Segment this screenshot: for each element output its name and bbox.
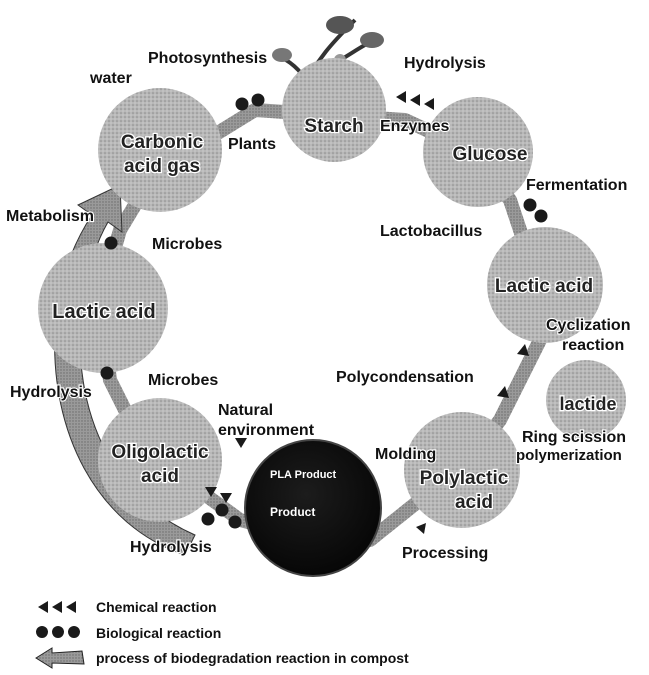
legend-biological-label: Biological reaction <box>96 625 221 641</box>
label-lactobacillus: Lactobacillus <box>380 223 482 240</box>
node-glucose-label: Glucose <box>453 144 528 165</box>
node-starch-circle <box>282 58 386 162</box>
label-plants: Plants <box>228 136 276 153</box>
node-lactide-label: lactide <box>559 394 616 414</box>
label-processing: Processing <box>402 545 488 562</box>
label-natural-environment-2: environment <box>218 422 315 439</box>
legend-compost-label: process of biodegradation reaction in co… <box>96 650 409 666</box>
node-polylactic-acid-label-2: acid <box>455 492 493 513</box>
label-molding: Molding <box>375 446 436 463</box>
product-subtitle: Product <box>270 505 315 519</box>
legend-chemical-label: Chemical reaction <box>96 599 217 615</box>
node-oligolactic-acid-label-2: acid <box>141 466 179 487</box>
label-fermentation: Fermentation <box>526 177 627 194</box>
label-ring-scission-2: polymerization <box>516 447 622 464</box>
node-oligolactic-acid-label-1: Oligolactic <box>111 442 209 463</box>
label-hydrolysis-bottom: Hydrolysis <box>130 539 212 556</box>
node-carbonic-acid-gas-label-1: Carbonic <box>121 132 204 153</box>
label-photosynthesis: Photosynthesis <box>148 50 267 67</box>
node-carbonic-acid-gas-label-2: acid gas <box>124 156 200 177</box>
legend-chemical-icon <box>38 601 76 613</box>
legend: Chemical reaction Biological reaction pr… <box>36 599 409 668</box>
label-cyclization-1: Cyclization <box>546 317 630 334</box>
label-polycondensation: Polycondensation <box>336 369 474 386</box>
label-cyclization-2: reaction <box>562 337 624 354</box>
label-water: water <box>89 70 132 87</box>
label-enzymes: Enzymes <box>380 118 449 135</box>
label-metabolism: Metabolism <box>6 208 94 225</box>
legend-compost-icon <box>36 648 84 668</box>
label-microbes-top: Microbes <box>152 236 222 253</box>
label-ring-scission-1: Ring scission <box>522 429 626 446</box>
legend-biological-icon <box>36 626 80 638</box>
label-hydrolysis-left: Hydrolysis <box>10 384 92 401</box>
label-natural-environment-1: Natural <box>218 402 273 419</box>
node-polylactic-acid-label-1: Polylactic <box>420 468 509 489</box>
node-starch-label: Starch <box>304 116 363 137</box>
product-title: PLA Product <box>270 469 337 481</box>
label-microbes-bottom: Microbes <box>148 372 218 389</box>
node-lactic-acid-right-label: Lactic acid <box>495 276 593 297</box>
label-hydrolysis-top: Hydrolysis <box>404 55 486 72</box>
node-lactic-acid-left-label: Lactic acid <box>52 301 155 323</box>
